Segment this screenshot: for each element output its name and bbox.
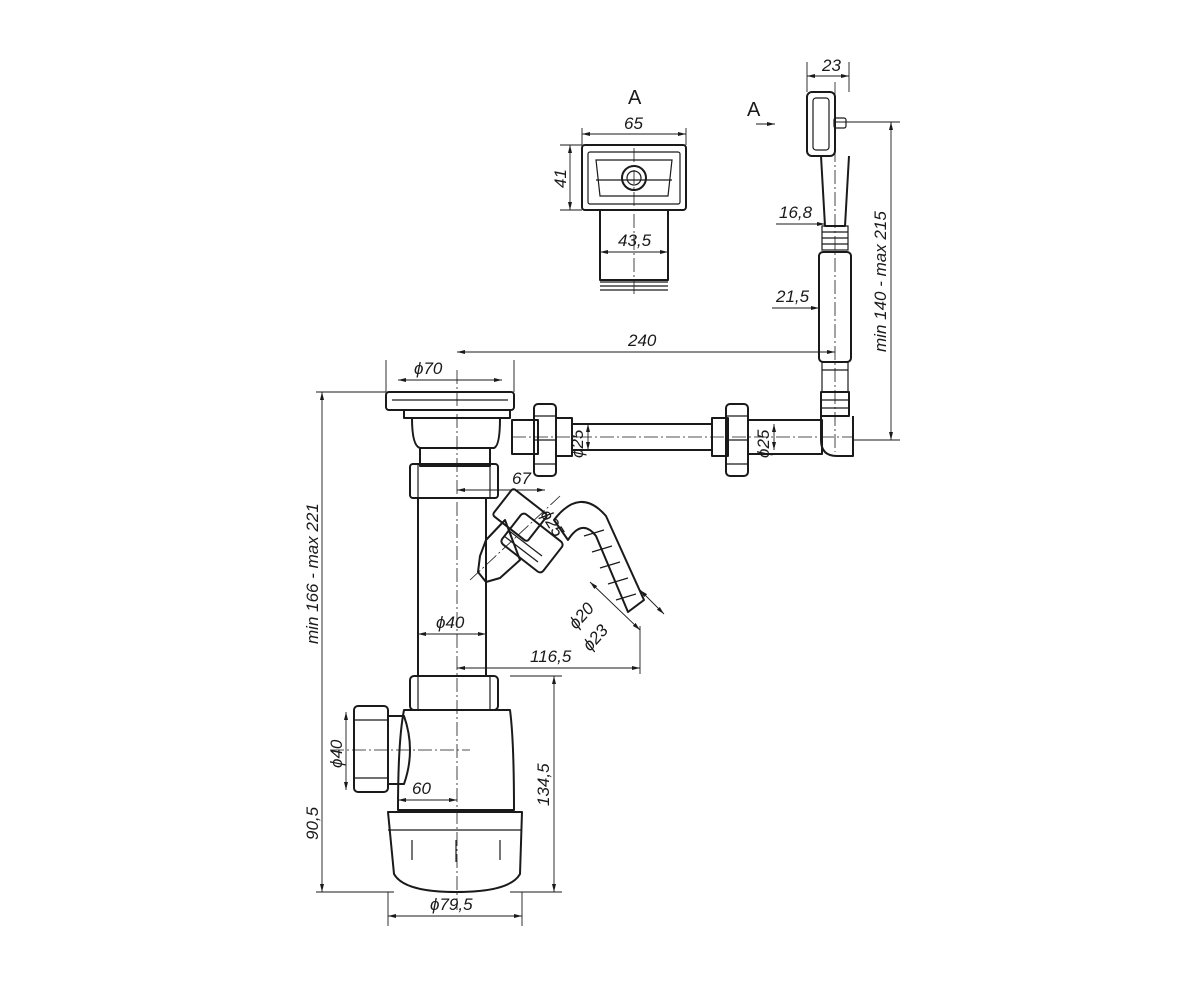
dim-40-outlet: ϕ40 — [327, 739, 346, 768]
dim-40-pipe: ϕ40 — [436, 613, 465, 632]
arrow-a-label: A — [747, 99, 761, 121]
view-a-label: A — [628, 87, 642, 109]
overflow-assembly — [806, 82, 854, 457]
dim-25-horizontal-2: ϕ25 — [754, 429, 773, 458]
dim-67: 67 — [512, 469, 531, 488]
dim-43-5: 43,5 — [618, 231, 652, 250]
dim-166-221: min 166 - max 221 — [303, 503, 322, 644]
dim-90-5: 90,5 — [303, 806, 322, 840]
dim-60: 60 — [412, 779, 431, 798]
dim-140-215: min 140 - max 215 — [871, 211, 890, 352]
horizontal-overflow-pipe — [511, 403, 852, 477]
dim-65: 65 — [624, 114, 643, 133]
dim-116-5: 116,5 — [530, 647, 572, 666]
dim-41: 41 — [551, 169, 570, 188]
dim-23: 23 — [821, 56, 841, 75]
bottle-trap — [330, 675, 523, 893]
dim-134-5: 134,5 — [534, 763, 553, 806]
dim-16-8: 16,8 — [779, 203, 813, 222]
dim-70: ϕ70 — [414, 359, 443, 378]
dim-79-5: ϕ79,5 — [430, 895, 473, 914]
dim-240: 240 — [627, 331, 657, 350]
dim-25-horizontal-1: ϕ25 — [568, 429, 587, 458]
dim-21-5: 21,5 — [775, 287, 810, 306]
view-a-detail — [581, 144, 687, 296]
